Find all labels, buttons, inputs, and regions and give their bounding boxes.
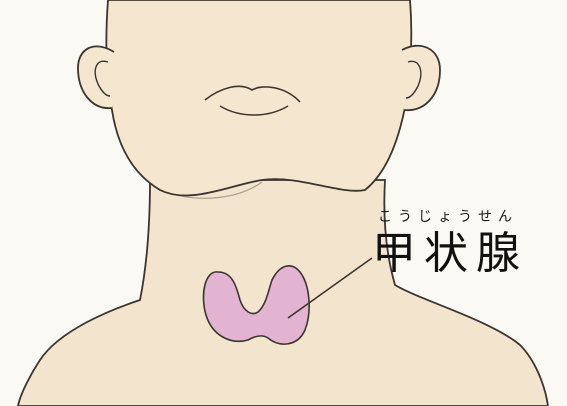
- thyroid-term: 甲状腺: [372, 228, 562, 280]
- furigana-reading: こうじょうせん: [378, 208, 562, 226]
- thyroid-label: こうじょうせん 甲状腺: [372, 208, 562, 280]
- face: [106, 0, 411, 195]
